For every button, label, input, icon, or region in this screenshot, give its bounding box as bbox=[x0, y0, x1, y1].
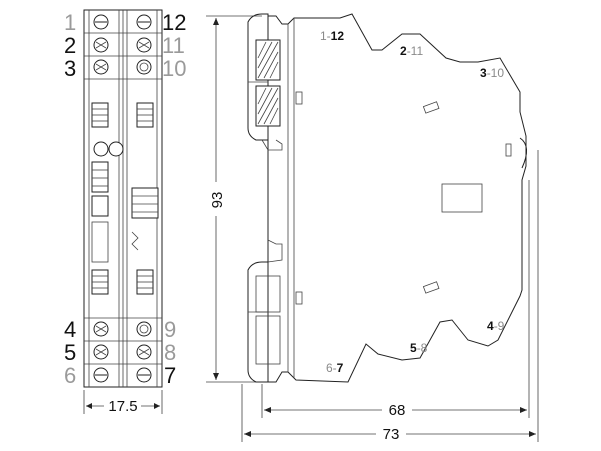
top-screw-terminals bbox=[84, 14, 162, 80]
pin-label-left: 1 bbox=[64, 10, 76, 35]
top-terminal-block bbox=[247, 13, 283, 151]
bottom-screw-terminals bbox=[84, 317, 162, 383]
side-view: 93 bbox=[206, 13, 539, 443]
side-window bbox=[295, 291, 303, 305]
height-dimension-value: 93 bbox=[209, 192, 226, 209]
pin-label-right: 12 bbox=[162, 10, 186, 35]
side-window bbox=[505, 143, 512, 157]
height-dimension: 93 bbox=[206, 15, 262, 383]
width-dimension-value: 17.5 bbox=[108, 398, 137, 415]
pin-label-right: 11 bbox=[162, 33, 185, 58]
middle-slot-area bbox=[91, 161, 159, 263]
side-window bbox=[295, 91, 303, 105]
pin-label-left: 3 bbox=[64, 56, 76, 81]
contact-label: 2-11 bbox=[400, 44, 423, 58]
side-slot bbox=[422, 281, 440, 294]
screw-terminal bbox=[93, 59, 152, 75]
lower-latch-slots bbox=[91, 269, 154, 295]
side-slot bbox=[422, 101, 440, 114]
depth-dimension-68-value: 68 bbox=[389, 402, 406, 419]
contact-label: 3-10 bbox=[480, 66, 504, 80]
width-dimension: 17.5 bbox=[83, 390, 163, 415]
front-view: 1 2 3 4 5 6 12 11 10 9 8 7 17.5 bbox=[64, 9, 186, 415]
pin-label-left: 2 bbox=[64, 33, 76, 58]
upper-latch-slots bbox=[91, 102, 154, 128]
screw-terminal bbox=[93, 14, 152, 30]
bottom-terminal-block bbox=[247, 261, 281, 383]
pin-label-left: 6 bbox=[64, 363, 76, 388]
depth-dimension-73: 73 bbox=[241, 150, 539, 443]
depth-dimension-73-value: 73 bbox=[383, 426, 400, 443]
label-rectangle bbox=[441, 183, 483, 213]
led-indicators bbox=[93, 141, 124, 157]
screw-terminal bbox=[93, 37, 152, 53]
contact-label: 1-12 bbox=[320, 29, 344, 43]
pin-label-left: 4 bbox=[64, 317, 76, 342]
pin-label-left: 5 bbox=[64, 340, 76, 365]
contact-label: 6-7 bbox=[326, 361, 344, 375]
side-housing-outline bbox=[268, 13, 527, 383]
contact-label: 4-9 bbox=[487, 319, 505, 333]
pin-label-right: 10 bbox=[162, 56, 186, 81]
depth-dimension-68: 68 bbox=[261, 180, 530, 419]
pin-label-right: 8 bbox=[164, 340, 176, 365]
contact-label: 5-8 bbox=[410, 341, 428, 355]
pin-label-right: 9 bbox=[164, 317, 176, 342]
pin-label-right: 7 bbox=[164, 363, 176, 388]
